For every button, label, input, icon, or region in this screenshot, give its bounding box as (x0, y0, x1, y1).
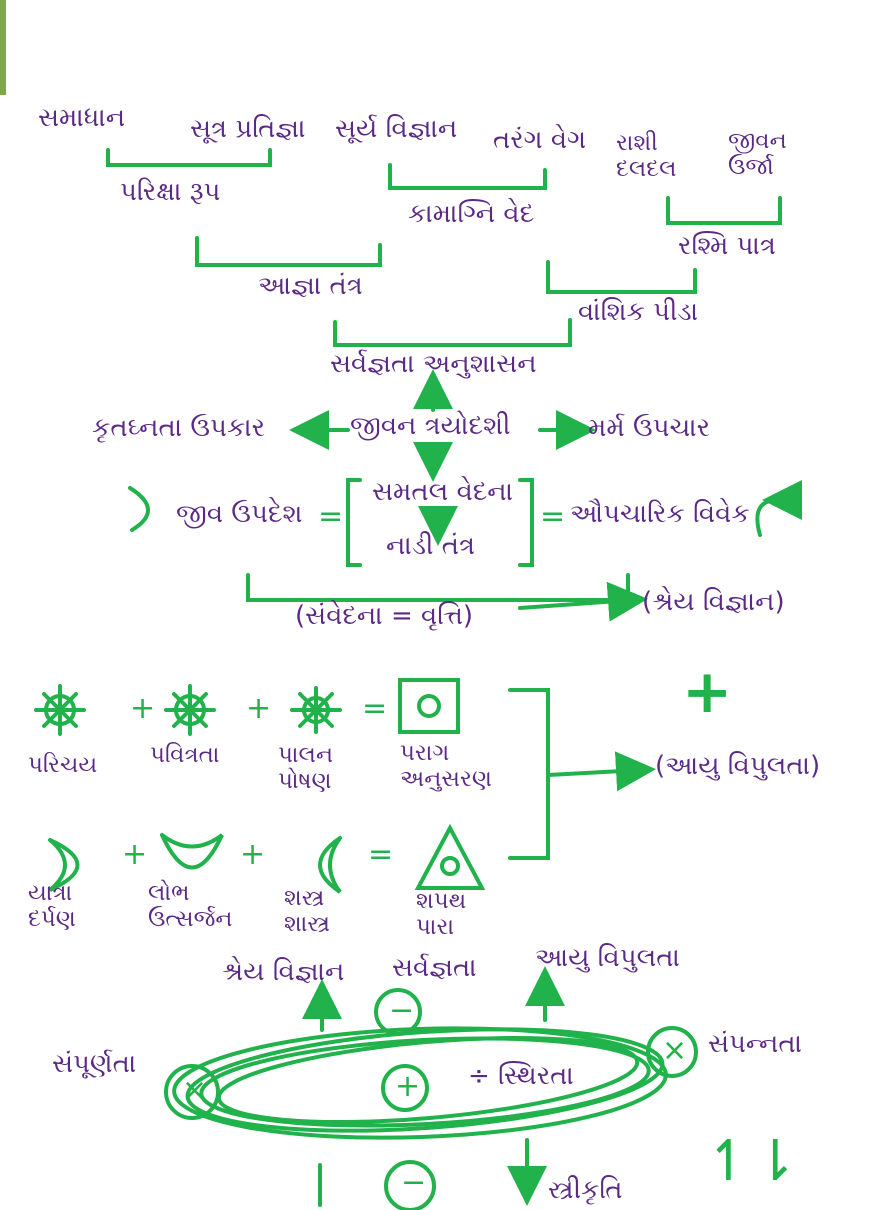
label-parag-anusaran: પરાગ અનુસરણ (400, 740, 492, 793)
moon-symbol (48, 838, 80, 892)
arrow-ayu (546, 751, 656, 792)
curve-left (128, 486, 150, 532)
label-jivan-urja: જીવન ઉર્જા (728, 128, 787, 181)
minus-top-glyph: − (389, 993, 415, 1028)
up-down-arrows-icon: ↿⇂ (705, 1129, 799, 1194)
label-palan-poshan: પાલન પોષણ (278, 742, 334, 795)
bracket-samadhan (106, 148, 272, 167)
page-edge (0, 0, 6, 95)
arrow-shreya (518, 581, 648, 622)
sun-symbol-2 (164, 684, 216, 736)
label-parichay: પરિચય (28, 752, 98, 778)
minus-bottom-glyph: − (401, 1165, 427, 1200)
bracket-pariksha (195, 236, 382, 267)
sun-symbol-3 (290, 686, 342, 734)
label-yatra-darpan: યાત્રા દર્પણ (28, 880, 76, 933)
label-sarvagnata-anushasan: સર્વજ્ઞતા અનુશાસન (330, 349, 537, 379)
label-marm-upchar: મર્મ ઉપચાર (588, 413, 711, 443)
label-krutaghnata-upkar: કૃતઘ્નતા ઉપકાર (92, 413, 266, 443)
label-tarang-veg: તરંગ વેગ (493, 125, 587, 155)
label-samvedana-vrutti: (સંવેદના = વૃત્તિ) (295, 601, 474, 631)
label-rashmi-patra: રશ્મિ પાત્ર (678, 231, 776, 261)
triangle-symbol (414, 823, 486, 890)
sun-symbol-1 (34, 684, 86, 736)
label-jiv-updesh: જીવ ઉપદેશ (176, 499, 303, 529)
label-kamagni-ved: કામાગ્નિ વેદ (408, 199, 535, 229)
v-symbol (160, 833, 224, 870)
plus-center-glyph: + (395, 1069, 421, 1104)
bracket-surya (388, 163, 547, 190)
label-sampurnata: સંપૂર્ણતા (52, 1049, 137, 1079)
big-right-bracket (508, 688, 550, 860)
bracket-vanshik (546, 260, 697, 294)
circle-minus-top (374, 988, 422, 1036)
circle-minus-bottom (384, 1160, 436, 1210)
times-right-glyph: × (662, 1033, 688, 1068)
label-shastra-shastra: શસ્ત્ર શાસ્ત્ર (284, 885, 331, 938)
equals-sign-2: = (540, 499, 566, 534)
label-sutra-pratigna: સૂત્ર પ્રતિજ્ઞા (190, 114, 306, 144)
label-shreya-vigyan: (શ્રેય વિજ્ઞાન) (642, 587, 785, 617)
label-jivan-trayodashi: જીવન ત્રયોદશી (350, 411, 511, 441)
plus-sign-4: + (240, 837, 266, 872)
equals-sign-1: = (318, 499, 344, 534)
label-bottom-ayu-vipulata: આયુ વિપુલતા (535, 943, 680, 973)
right-square-bracket (518, 478, 534, 567)
label-aupcharik-vivek: ઔપચારિક વિવેક (570, 499, 750, 529)
times-left-glyph: × (182, 1073, 208, 1108)
label-sampannata: સંપન્નતા (708, 1029, 802, 1059)
bracket-agna (333, 318, 572, 347)
circle-times-left (164, 1064, 220, 1120)
label-vanshik-pida: વાંશિક પીડા (578, 297, 699, 327)
label-ayu-vipulata: (આયુ વિપુલતા) (655, 751, 821, 781)
left-square-bracket (346, 478, 362, 567)
equals-sign-3: = (362, 691, 388, 726)
plus-sign-2: + (246, 691, 272, 726)
bracket-rashi (666, 196, 782, 225)
circle-times-right (646, 1026, 698, 1078)
bottom-ellipse-group (172, 1026, 668, 1140)
plus-sign-1: + (130, 691, 156, 726)
bracket-long (246, 573, 630, 602)
label-shapath-para: શપથ પારા (416, 888, 467, 941)
label-sthirata: ÷ સ્થિરતા (468, 1061, 574, 1091)
label-rashi-daldal: રાશી દલદલ (616, 130, 677, 183)
label-nadi-tantra: નાડી તંત્ર (386, 531, 475, 561)
label-agna-tantra: આજ્ઞા તંત્ર (258, 271, 363, 301)
label-pavitrata: પવિત્રતા (150, 742, 220, 768)
curve-right (755, 479, 803, 537)
label-strikruti: સ્ત્રીકૃતિ (548, 1175, 623, 1205)
label-samadhan: સમાધાન (38, 103, 126, 133)
equals-sign-4: = (368, 837, 394, 872)
label-bottom-shreya-vigyan: શ્રેય વિજ્ઞાન (222, 957, 345, 987)
crescent-symbol (318, 836, 342, 894)
plus-sign-3: + (122, 837, 148, 872)
circle-plus-center (381, 1064, 429, 1112)
label-lobh-utsarjan: લોભ ઉત્સર્જન (148, 880, 233, 933)
label-bottom-sarvagnata: સર્વજ્ઞતા (392, 953, 477, 983)
label-samtal-vedana: સમતલ વેદના (372, 477, 514, 507)
label-surya-vigyan: સૂર્ય વિજ્ઞાન (335, 114, 458, 144)
square-symbol (398, 678, 460, 734)
big-plus-sign: + (682, 657, 733, 727)
label-pariksha-rup: પરિક્ષા રૂપ (120, 177, 221, 207)
